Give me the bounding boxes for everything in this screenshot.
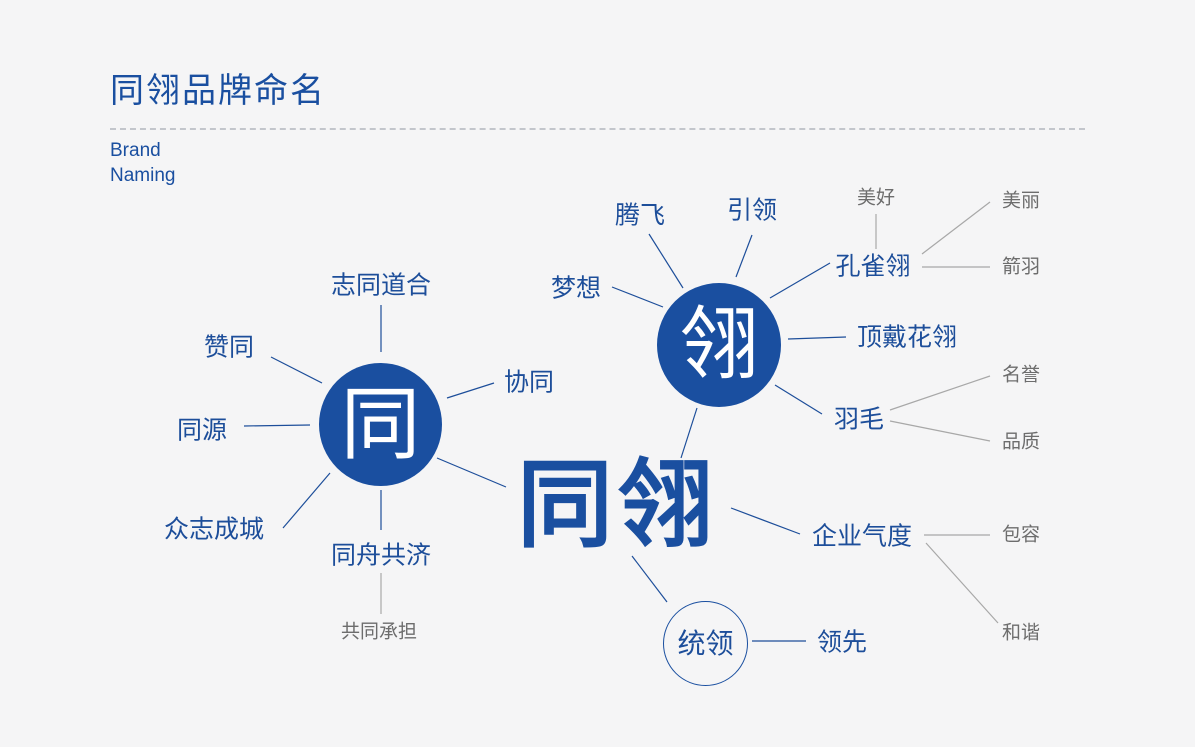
- connector-tong-xietong: [446, 382, 495, 399]
- branch-tengfei: 腾飞: [614, 200, 666, 230]
- branch-qiyeqidu: 企业气度: [811, 521, 913, 551]
- sub-gongtongchengdan: 共同承担: [340, 620, 418, 643]
- branch-tongzhougongji: 同舟共济: [330, 540, 432, 570]
- connector-ling-dingdaihualing: [787, 336, 847, 340]
- connector-center-qiye: [730, 507, 801, 535]
- branch-yumao: 羽毛: [833, 404, 885, 434]
- sub-meili: 美丽: [1001, 189, 1041, 212]
- sub-meihao: 美好: [856, 186, 896, 209]
- sub-hexie: 和谐: [1001, 621, 1041, 644]
- branch-zhitongdaohe: 志同道合: [330, 270, 432, 300]
- node-char-tongling: 统领: [677, 626, 734, 660]
- connector-ling-yumao: [774, 384, 823, 415]
- connector-ling-tengfei: [648, 233, 684, 289]
- branch-kongqueling: 孔雀翎: [835, 251, 911, 281]
- connector-ling-yinling: [735, 234, 753, 278]
- page-subtitle: Brand Naming: [110, 138, 175, 188]
- sub-jianyu: 箭羽: [1001, 255, 1041, 278]
- connector-yumao-pinzhi: [889, 420, 991, 442]
- branch-dingdaihualing: 顶戴花翎: [856, 322, 958, 352]
- branch-xietong: 协同: [503, 367, 555, 397]
- hub-circle-ling: 翎: [657, 283, 781, 407]
- connector-yumao-mingyu: [889, 375, 991, 411]
- title-divider: [110, 128, 1085, 130]
- connector-qiye-hexie: [925, 542, 999, 624]
- node-circle-tongling: 统领: [663, 601, 748, 686]
- hub-char-tong: 同: [340, 377, 421, 471]
- branch-zantong: 赞同: [203, 332, 255, 362]
- sub-pinzhi: 品质: [1001, 430, 1041, 453]
- branch-mengxiang: 梦想: [550, 273, 602, 303]
- hub-circle-tong: 同: [319, 363, 442, 486]
- branch-zhongzhichengcheng: 众志成城: [163, 514, 265, 544]
- connector-tong-tongyuan: [243, 424, 311, 427]
- connector-ling-mengxiang: [611, 286, 664, 308]
- connector-kongque-meili: [921, 201, 991, 255]
- subtitle-line-1: Brand: [110, 140, 161, 161]
- center-brand-name: 同翎: [517, 449, 717, 561]
- connector-tong-zantong: [270, 356, 323, 384]
- connector-ling-center: [680, 407, 698, 459]
- branch-tongyuan: 同源: [176, 415, 228, 445]
- branch-yinling: 引领: [726, 195, 778, 225]
- page-title: 同翎品牌命名: [110, 71, 326, 111]
- sub-baorong: 包容: [1001, 523, 1041, 546]
- connector-tong-zhongzhichengcheng: [282, 472, 331, 529]
- branch-lingxian: 领先: [816, 627, 868, 657]
- hub-char-ling: 翎: [679, 298, 759, 391]
- subtitle-line-2: Naming: [110, 165, 176, 186]
- connector-center-tongling: [631, 555, 668, 603]
- sub-mingyu: 名誉: [1001, 363, 1041, 386]
- connector-tong-center: [436, 457, 507, 488]
- connector-ling-kongqueling: [769, 262, 831, 299]
